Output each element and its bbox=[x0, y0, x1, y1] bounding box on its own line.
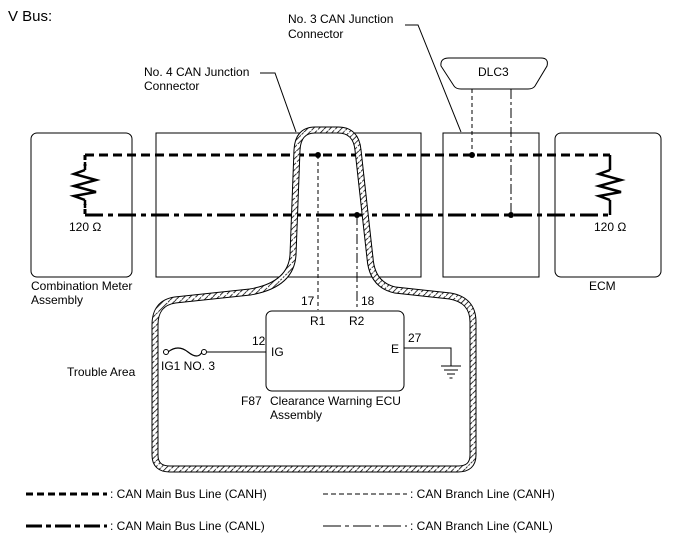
diagram-title: V Bus: bbox=[8, 8, 52, 25]
legend-branch-canh-label: : CAN Branch Line (CANH) bbox=[410, 487, 555, 501]
pin-ig-label: IG bbox=[271, 345, 284, 359]
junction-dot-canl-4 bbox=[354, 212, 360, 218]
pin-ig-number: 12 bbox=[252, 334, 266, 348]
resistor-left-icon bbox=[69, 168, 101, 202]
ecu-name-1: Clearance Warning ECU bbox=[270, 394, 401, 408]
fuse-icon bbox=[167, 347, 203, 357]
junction-4-label-1: No. 4 CAN Junction bbox=[144, 65, 249, 79]
legend-branch-canl-label: : CAN Branch Line (CANL) bbox=[410, 519, 553, 533]
resistor-right-icon bbox=[594, 168, 626, 202]
junction-dot-canl-3 bbox=[508, 212, 514, 218]
ground-wire bbox=[404, 347, 452, 366]
dlc3-label: DLC3 bbox=[478, 65, 509, 79]
ecu-code: F87 bbox=[241, 394, 262, 408]
pin-e-label: E bbox=[391, 342, 399, 356]
ecm-box bbox=[554, 132, 662, 278]
resistor-right-label: 120 Ω bbox=[594, 220, 626, 234]
combination-meter-box bbox=[30, 132, 133, 278]
legend-main-canl-label: : CAN Main Bus Line (CANL) bbox=[110, 519, 265, 533]
fuse-label: IG1 NO. 3 bbox=[161, 359, 215, 373]
junction-connector-4-box bbox=[155, 132, 422, 278]
combination-meter-label-2: Assembly bbox=[31, 293, 83, 307]
pin-r2-number: 18 bbox=[361, 294, 375, 308]
pin-r1-number: 17 bbox=[301, 294, 315, 308]
callout-junction-3 bbox=[405, 24, 462, 133]
junction-3-label-2: Connector bbox=[288, 27, 343, 41]
dlc3-connector bbox=[440, 57, 548, 90]
callout-junction-4 bbox=[260, 72, 297, 133]
legend-main-canh-label: : CAN Main Bus Line (CANH) bbox=[110, 487, 267, 501]
pin-e-number: 27 bbox=[408, 331, 422, 345]
junction-3-label-1: No. 3 CAN Junction bbox=[288, 12, 393, 26]
junction-connector-3-box bbox=[442, 132, 540, 278]
ecu-name-2: Assembly bbox=[270, 408, 322, 422]
combination-meter-label-1: Combination Meter bbox=[31, 279, 132, 293]
clearance-warning-ecu-box bbox=[265, 310, 405, 392]
pin-r1-label: R1 bbox=[310, 314, 326, 328]
trouble-area-outline bbox=[152, 127, 476, 472]
pin-r2-label: R2 bbox=[349, 314, 365, 328]
junction-4-label-2: Connector bbox=[144, 79, 199, 93]
junction-dot-canh-4 bbox=[315, 152, 321, 158]
trouble-area-label: Trouble Area bbox=[67, 365, 136, 379]
ecm-label: ECM bbox=[589, 279, 616, 293]
junction-dot-canh-3 bbox=[469, 152, 475, 158]
resistor-left-label: 120 Ω bbox=[69, 220, 101, 234]
